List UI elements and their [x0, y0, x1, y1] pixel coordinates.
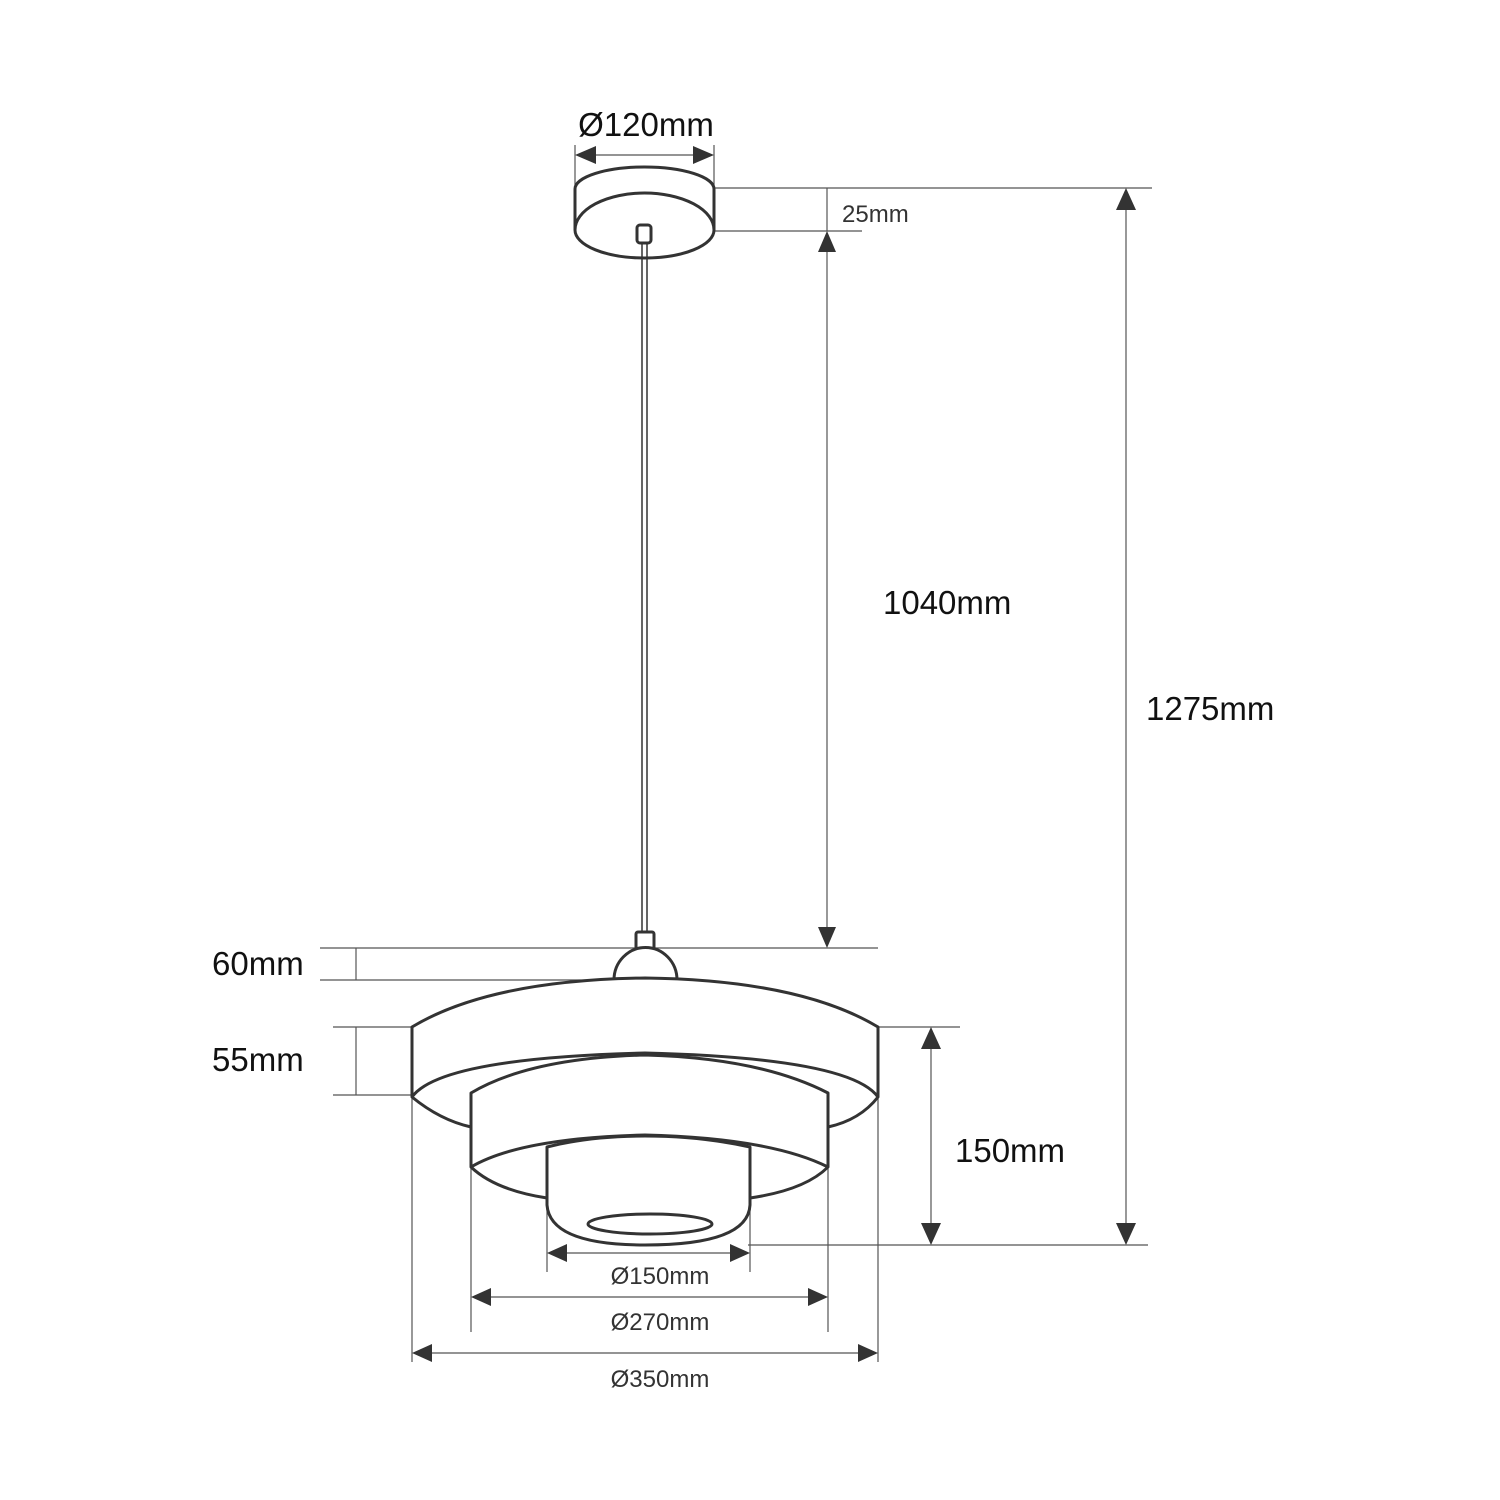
canopy-diameter-label: Ø120mm: [578, 106, 714, 143]
outer-diameter-label: Ø350mm: [611, 1366, 710, 1393]
cable-length-label: 1040mm: [883, 584, 1011, 621]
cable-grip: [635, 223, 653, 245]
dimension-lines: [320, 145, 1152, 1362]
mount-height-label: 60mm: [212, 945, 304, 982]
outer-shade-height-label: 55mm: [212, 1041, 304, 1078]
ceiling-canopy: [573, 165, 716, 260]
light-opening: [586, 1212, 714, 1236]
lamp-shade: [410, 930, 880, 1247]
inner-diameter-label: Ø150mm: [611, 1263, 710, 1290]
total-height-label: 1275mm: [1146, 690, 1274, 727]
canopy-height-label: 25mm: [842, 201, 909, 228]
middle-diameter-label: Ø270mm: [611, 1309, 710, 1336]
shade-height-label: 150mm: [955, 1132, 1065, 1169]
